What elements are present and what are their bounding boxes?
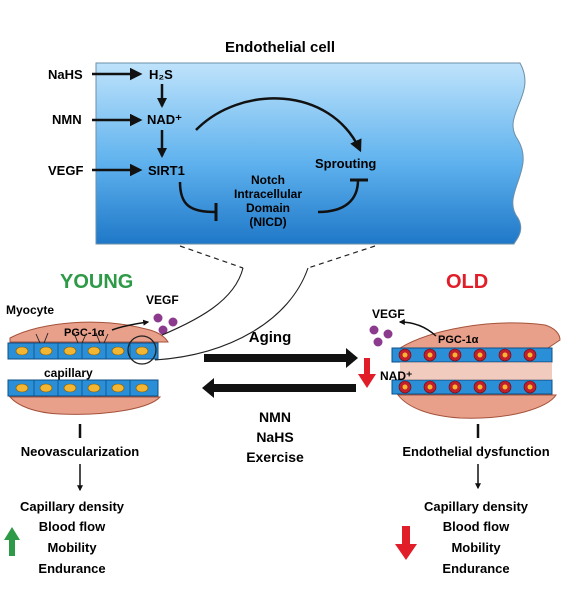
young-myocyte-top (9, 321, 169, 343)
young-vegf-label: VEGF (146, 293, 179, 307)
old-outcome-4: Endurance (442, 561, 509, 576)
young-myocyte-bottom (8, 396, 162, 415)
young-process-label: Neovascularization (21, 444, 140, 459)
young-outcome-2: Blood flow (39, 519, 106, 534)
young-zoom-circle (127, 335, 157, 365)
old-myocyte-top (398, 322, 561, 349)
young-capillary-top (7, 342, 159, 360)
aging-label: Aging (249, 329, 292, 346)
young-capillary-label: capillary (44, 366, 93, 380)
nicd-line-2: Intracellular (234, 187, 302, 201)
young-pgc-to-vegf-arrow (111, 319, 150, 331)
old-myocyte-bottom (396, 394, 557, 419)
nicd-line-3: Domain (246, 201, 290, 215)
zoom-line-right (307, 245, 376, 269)
input-vegf-label: VEGF (48, 163, 83, 178)
young-outcome-1: Capillary density (20, 499, 125, 514)
old-outcome-2: Blood flow (443, 519, 510, 534)
old-pgc-label: PGC-1α (438, 334, 479, 346)
young-sprout-lines (35, 332, 109, 344)
aging-arrow (204, 348, 358, 368)
young-zoom-line-1 (149, 267, 244, 341)
old-capillary-top (391, 347, 553, 363)
h2s-label: H₂S (149, 67, 173, 82)
nicd-inhibit-sprouting (317, 179, 360, 214)
sprouting-label: Sprouting (315, 156, 376, 171)
cell-title: Endothelial cell (225, 39, 335, 56)
rescue-arrow (202, 378, 356, 398)
nicd-line-4: (NICD) (249, 215, 286, 229)
rescue-nahs-label: NaHS (256, 429, 293, 445)
nad-to-sprouting-arrow (195, 97, 362, 153)
old-title: OLD (446, 271, 488, 293)
old-vegf-label: VEGF (372, 307, 405, 321)
old-pgc-to-vegf-arrow (398, 319, 437, 337)
sirt1-label: SIRT1 (148, 163, 185, 178)
old-capillary-bottom (391, 379, 553, 395)
nicd-line-1: Notch (251, 173, 285, 187)
nad-label: NAD⁺ (147, 112, 182, 127)
young-up-arrow-icon (4, 527, 20, 556)
old-outcome-1: Capillary density (424, 499, 529, 514)
old-nad-down-arrow-icon (358, 358, 376, 388)
young-outcome-4: Endurance (38, 561, 105, 576)
young-title: YOUNG (60, 271, 133, 293)
old-vegf-dots (369, 325, 393, 347)
rescue-nmn-label: NMN (259, 409, 291, 425)
sirt1-inhibit-nicd (178, 181, 216, 214)
young-outcome-3: Mobility (47, 540, 97, 555)
young-pgc-label: PGC-1α (64, 327, 105, 339)
old-process-label: Endothelial dysfunction (402, 444, 549, 459)
young-capillary-bottom (7, 379, 159, 397)
rescue-exercise-label: Exercise (246, 449, 304, 465)
endothelial-cell-shape (95, 62, 526, 245)
old-myocyte-middle (400, 362, 552, 380)
zoom-line-left (179, 245, 244, 269)
input-nahs-label: NaHS (48, 67, 83, 82)
old-nad-label: NAD⁺ (380, 369, 412, 383)
young-myocyte-label: Myocyte (6, 303, 54, 317)
old-down-arrow-icon (395, 526, 417, 560)
old-outcome-3: Mobility (451, 540, 501, 555)
young-vegf-dots (153, 313, 178, 335)
input-nmn-label: NMN (52, 112, 82, 127)
young-zoom-line-2 (154, 267, 309, 361)
